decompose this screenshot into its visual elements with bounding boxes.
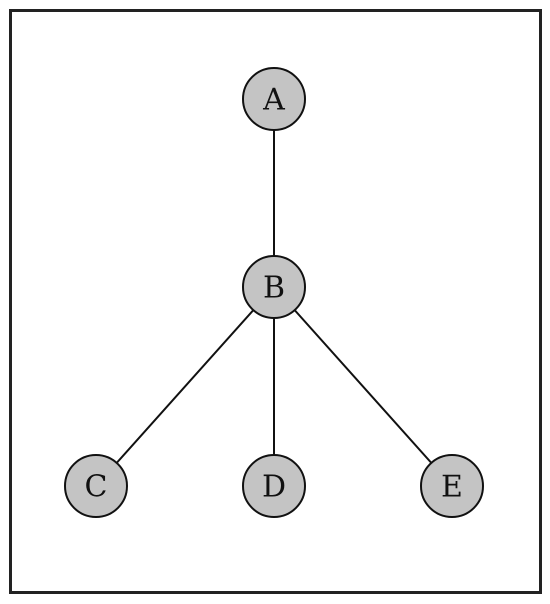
node-label: A: [262, 83, 285, 118]
nodes-layer: A B C D E: [64, 67, 484, 518]
edge-b-e: [273, 286, 453, 487]
edge-b-c: [95, 286, 275, 487]
node-label: D: [262, 470, 286, 505]
node-label: B: [263, 271, 285, 306]
node-d: D: [242, 454, 306, 518]
node-circle: [242, 67, 306, 131]
node-label: E: [441, 470, 463, 505]
node-a: A: [242, 67, 306, 131]
node-circle: [64, 454, 128, 518]
node-c: C: [64, 454, 128, 518]
node-circle: [420, 454, 484, 518]
node-circle: [242, 255, 306, 319]
node-label: C: [85, 470, 108, 505]
node-b: B: [242, 255, 306, 319]
node-e: E: [420, 454, 484, 518]
node-circle: [242, 454, 306, 518]
